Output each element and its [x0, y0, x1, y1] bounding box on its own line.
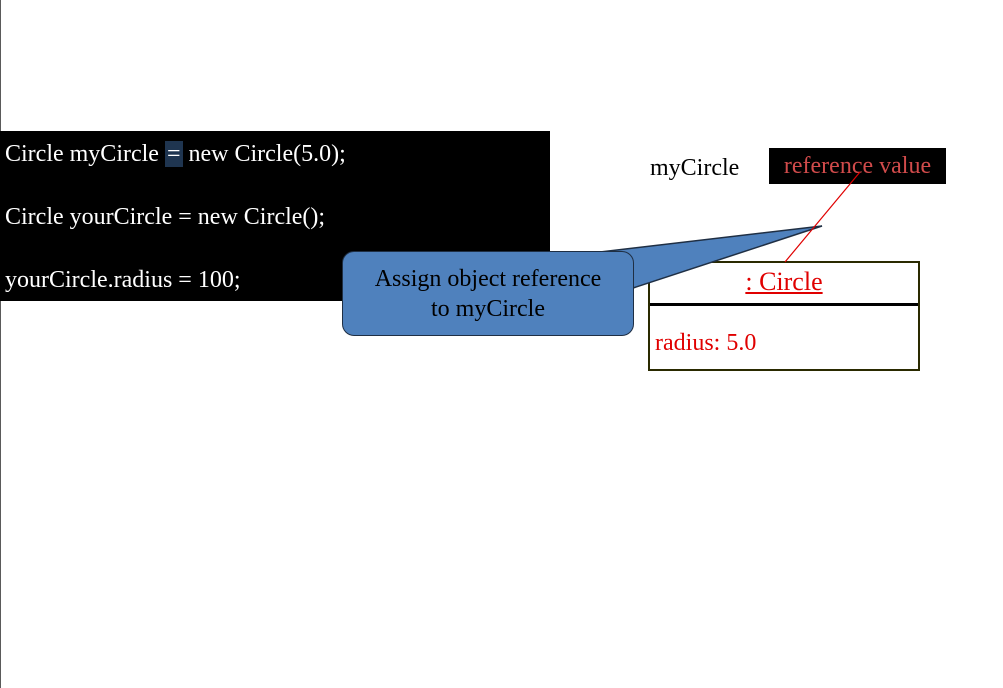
- assignment-operator-highlight: =: [164, 141, 183, 167]
- code-line-3: yourCircle.radius = 100;: [5, 267, 241, 293]
- code-line-1-post: new Circle(5.0);: [182, 141, 346, 167]
- code-line-1-pre: Circle myCircle: [5, 141, 165, 167]
- object-radius-field: radius: 5.0: [655, 330, 757, 356]
- object-class-title: : Circle: [650, 263, 918, 306]
- callout-line-2: to myCircle: [431, 295, 545, 322]
- callout-bubble: Assign object reference to myCircle: [342, 251, 634, 336]
- variable-name-label: myCircle: [650, 155, 740, 181]
- callout-line-1: Assign object reference: [374, 265, 602, 292]
- code-line-2: Circle yourCircle = new Circle();: [5, 204, 326, 230]
- circle-object-box: : Circle radius: 5.0: [648, 261, 920, 371]
- reference-arrow-line: [784, 171, 861, 263]
- left-border: [0, 0, 1, 688]
- code-line-1: Circle myCircle = new Circle(5.0);: [5, 140, 346, 168]
